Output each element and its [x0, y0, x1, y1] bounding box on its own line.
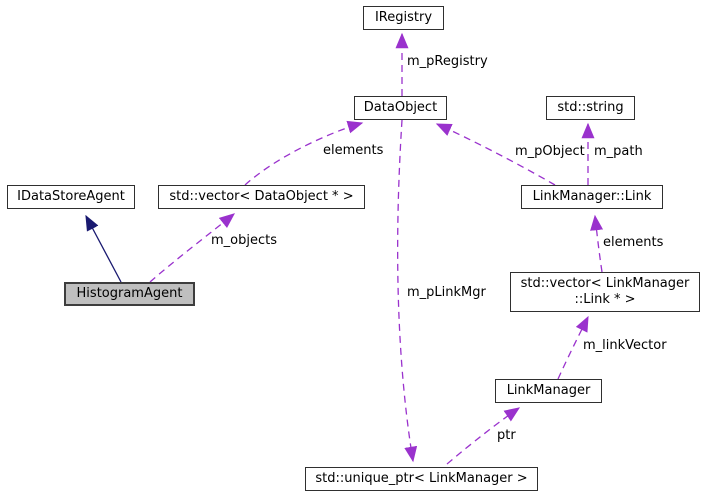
node-std-unique-ptr-linkmanager[interactable]: std::unique_ptr< LinkManager >: [305, 467, 538, 491]
edge-label-elements-dataobject: elements: [323, 143, 384, 158]
node-std-string[interactable]: std::string: [546, 96, 635, 120]
edge-elements-dataobject: [244, 120, 364, 186]
node-label: IDataStoreAgent: [17, 188, 125, 204]
node-label: LinkManager: [506, 382, 591, 398]
edge-m-plinkmgr: [397, 119, 418, 463]
node-linkmanager-link[interactable]: LinkManager::Link: [521, 185, 663, 209]
edge-elements-link: [590, 214, 604, 273]
edge-label-m-plinkmgr: m_pLinkMgr: [407, 285, 486, 300]
node-label: IRegistry: [374, 9, 433, 25]
node-iregistry[interactable]: IRegistry: [363, 6, 444, 30]
node-label: std::vector< DataObject * >: [169, 188, 354, 204]
edge-label-ptr: ptr: [497, 428, 516, 443]
node-label: DataObject: [363, 99, 438, 115]
node-std-vector-dataobject[interactable]: std::vector< DataObject * >: [158, 185, 365, 209]
edge-m-objects: [149, 213, 236, 283]
edge-m-pobject: [435, 123, 556, 186]
edge-label-m-objects: m_objects: [211, 233, 277, 248]
node-label: HistogramAgent: [76, 285, 183, 301]
node-label: std::unique_ptr< LinkManager >: [315, 470, 528, 486]
node-label: std::vector< LinkManager ::Link * >: [520, 275, 690, 307]
node-std-vector-linkmanager-link[interactable]: std::vector< LinkManager ::Link * >: [510, 272, 700, 312]
edge-label-m-pobject: m_pObject: [515, 144, 585, 159]
edge-inheritance-idatastoreagent: [85, 214, 122, 283]
edge-label-elements-link: elements: [603, 235, 664, 250]
edge-m-linkvector: [557, 315, 589, 380]
edge-label-m-linkvector: m_linkVector: [583, 338, 667, 353]
node-histogramagent-current: HistogramAgent: [64, 282, 195, 306]
node-label: std::string: [557, 99, 624, 115]
edge-ptr: [446, 407, 521, 465]
edge-label-m-path: m_path: [594, 144, 643, 159]
node-idatastoreagent[interactable]: IDataStoreAgent: [7, 185, 135, 209]
node-dataobject[interactable]: DataObject: [354, 96, 447, 120]
node-label: LinkManager::Link: [532, 188, 652, 204]
node-linkmanager[interactable]: LinkManager: [495, 379, 602, 403]
edge-label-m-pregistry: m_pRegistry: [407, 54, 488, 69]
